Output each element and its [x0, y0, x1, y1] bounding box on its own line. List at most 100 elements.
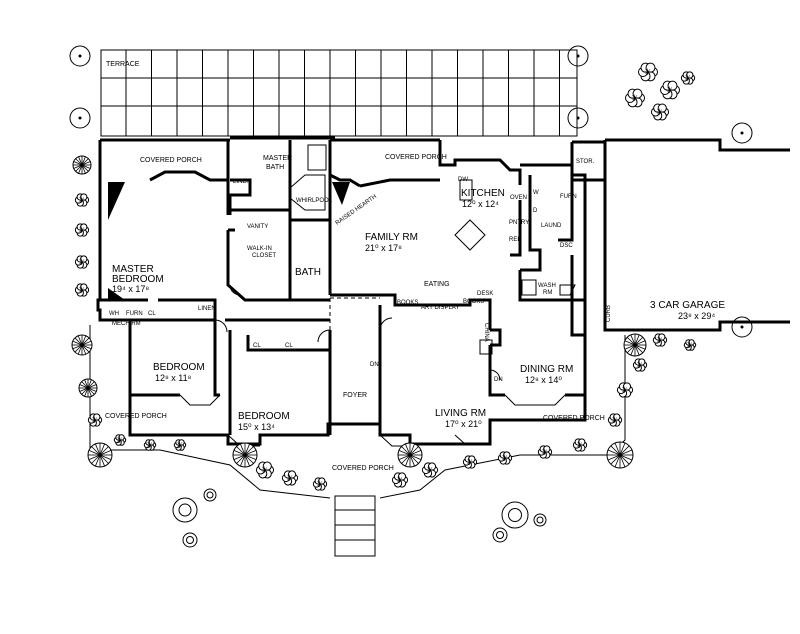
shrub-cluster: ✳ [652, 333, 668, 347]
svg-text:✳: ✳ [684, 73, 692, 83]
shrub-cluster: ✳ [87, 413, 103, 427]
svg-text:✳: ✳ [261, 465, 269, 475]
dn-label-1: DN [370, 362, 379, 368]
svg-text:✳: ✳ [78, 285, 86, 295]
dw-label: DW [458, 177, 468, 183]
front-porch-edge [89, 325, 626, 499]
terrace-column-markers [69, 45, 753, 338]
svg-text:✳: ✳ [501, 453, 509, 463]
wash-rm-label: WASH RM [538, 283, 557, 296]
bedroom-1-dimensions: 12⁸ x 11⁸ [155, 373, 192, 383]
landscaping: ✳ ✳ ✳ ✳ ✳ ✳ ✳ ✳ ✳ ✳ ✳ ✳ ✳ ✳ ✳ ✳ ✳ ✳ ✳ ✳ ✳ ✳ ✳ ✳ ✳ ✳ ✳ [71, 62, 697, 548]
shrub-cluster: ✳ [632, 358, 648, 372]
bedroom-2-label: BEDROOM [238, 411, 290, 422]
master-bath-label: MASTER BATH [263, 155, 294, 171]
svg-text:✳: ✳ [78, 257, 86, 267]
bath-label: BATH [295, 267, 321, 278]
tree-trunk [496, 531, 504, 539]
whirlpool-label: WHIRLPOOL [296, 198, 333, 204]
ref-label: REF [509, 237, 521, 243]
linen-label-1: LINEN [233, 179, 251, 185]
shrub-cluster: ✳ [616, 382, 634, 398]
garage-dimensions: 23⁸ x 29⁴ [678, 311, 715, 321]
cl-label-3: CL [285, 343, 293, 349]
shrub-cluster: ✳ [143, 439, 157, 451]
shrub-cluster: ✳ [683, 339, 697, 351]
shrub-cluster: ✳ [462, 455, 478, 469]
stor-label: STOR. [576, 159, 595, 165]
svg-text:✳: ✳ [78, 195, 86, 205]
tree-trunk [186, 536, 194, 544]
vanity-label: VANITY [247, 224, 268, 230]
shrub-cluster: ✳ [537, 445, 553, 459]
dining-room-dimensions: 12⁸ x 14⁰ [525, 375, 562, 385]
tree-trunk [508, 508, 522, 522]
svg-text:✳: ✳ [176, 440, 184, 450]
shrub [606, 441, 634, 469]
covered-porch-front-center-label: COVERED PORCH [332, 465, 394, 472]
walk-in-closet-label: WALK-IN CLOSET [247, 246, 276, 259]
books-label-1: BOOKS [397, 300, 418, 306]
svg-text:✳: ✳ [666, 85, 674, 95]
svg-text:✳: ✳ [644, 67, 652, 77]
shrub-cluster: ✳ [113, 434, 127, 446]
exterior-walls [96, 136, 790, 447]
svg-text:✳: ✳ [656, 335, 664, 345]
cl-label-2: CL [253, 343, 261, 349]
mech-rm-label: MECH RM [112, 321, 141, 327]
kitchen-dimensions: 12⁰ x 12⁴ [462, 199, 499, 209]
shrub-cluster: ✳ [680, 71, 696, 85]
bedroom-2-dimensions: 15⁰ x 13⁴ [238, 422, 275, 432]
svg-text:✳: ✳ [576, 440, 584, 450]
shrub-cluster: ✳ [607, 413, 623, 427]
svg-text:✳: ✳ [636, 360, 644, 370]
svg-text:✳: ✳ [686, 340, 694, 350]
shrub-cluster: ✳ [255, 461, 275, 479]
svg-text:✳: ✳ [621, 385, 629, 395]
svg-text:✳: ✳ [466, 457, 474, 467]
shrub-cluster: ✳ [74, 255, 90, 269]
shrub [72, 155, 92, 175]
master-bedroom-dimensions: 19⁴ x 17⁸ [112, 284, 149, 294]
door-swings [214, 284, 501, 381]
shrub-cluster: ✳ [638, 62, 658, 82]
svg-text:✳: ✳ [541, 447, 549, 457]
furn-label-2: FURN [560, 194, 577, 200]
shrub-cluster: ✳ [74, 283, 90, 297]
shrub-cluster: ✳ [173, 439, 187, 451]
dn-label-2: DN [494, 377, 503, 383]
terrace-grid [100, 49, 578, 137]
shrub [78, 378, 98, 398]
furn-label-1: FURN [126, 311, 143, 317]
svg-text:✳: ✳ [396, 475, 404, 485]
tree-trunk [206, 491, 214, 499]
linen-label-2: LINEN [198, 306, 216, 312]
svg-text:✳: ✳ [91, 415, 99, 425]
svg-text:✳: ✳ [78, 225, 86, 235]
living-room-dimensions: 17⁰ x 21⁰ [445, 419, 482, 429]
shrub [71, 334, 93, 356]
shrub-cluster: ✳ [625, 88, 645, 108]
books-label-2: BOOKS [463, 299, 484, 305]
curb-label: CURB [606, 305, 612, 322]
shrub-cluster: ✳ [421, 462, 439, 478]
svg-text:✳: ✳ [286, 473, 294, 483]
shrub-cluster: ✳ [312, 477, 328, 491]
foyer-dashed-lines [329, 297, 380, 330]
shrub-cluster: ✳ [74, 223, 90, 237]
family-room-label: FAMILY RM [365, 232, 418, 243]
dsc-label: DSC [560, 243, 573, 249]
art-display-label: ART DISPLAY [421, 305, 459, 311]
covered-porch-front-left-label: COVERED PORCH [105, 413, 167, 420]
svg-text:✳: ✳ [631, 93, 639, 103]
tree-trunk [178, 503, 192, 517]
china-label: CHINA [483, 323, 489, 342]
terrace-label: TERRACE [106, 61, 140, 68]
laund-label: LAUND [541, 223, 562, 229]
pntry-label: PNTRY [509, 220, 529, 226]
master-bedroom-label: MASTER BEDROOM [112, 264, 164, 285]
svg-text:✳: ✳ [116, 435, 124, 445]
shrub-cluster: ✳ [650, 103, 670, 121]
kitchen-label: KITCHEN [461, 188, 505, 199]
